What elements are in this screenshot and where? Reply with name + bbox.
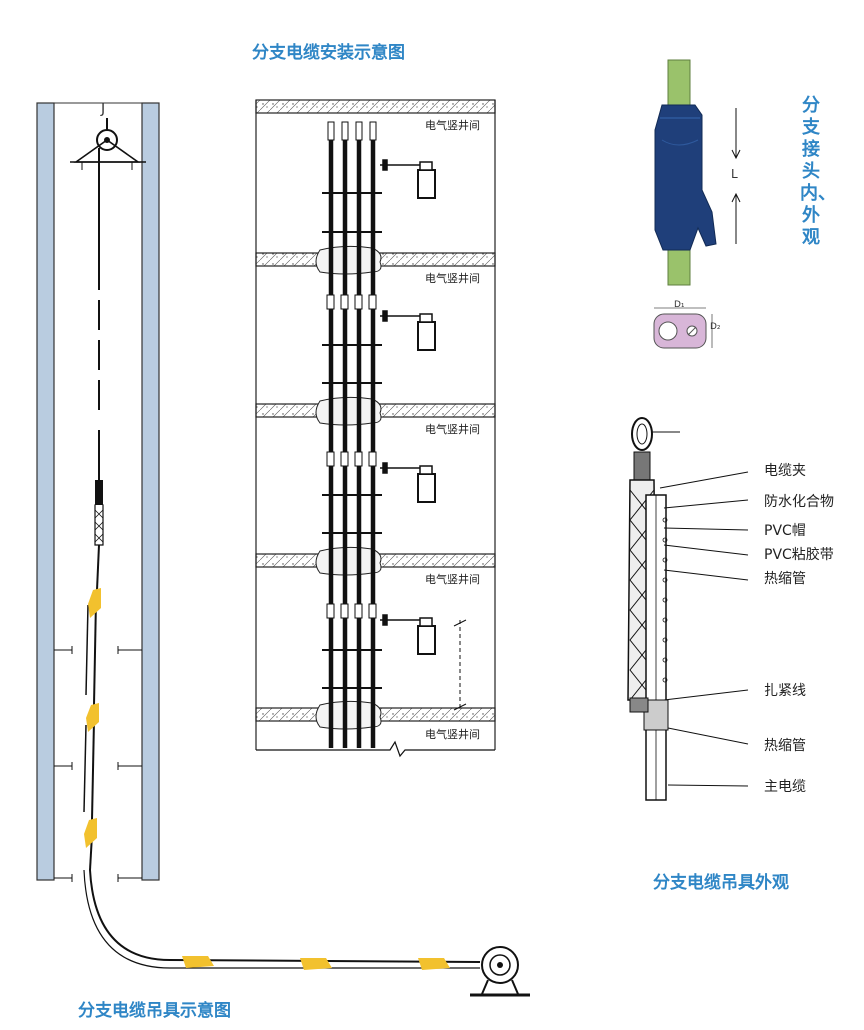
joint-cross-section [653,307,713,349]
part-tie-wire: 扎紧线 [764,683,806,699]
shaft-wall-left [36,102,55,881]
pulley-label: J [101,101,106,117]
joint-d2-label: D₂ [710,322,721,332]
cable-grip [95,480,103,505]
floor-label-3: 电气竖井间 [425,423,480,436]
joint-yellow-3 [84,818,97,848]
shaft-wall-right [141,102,160,881]
floor-label-2: 电气竖井间 [425,272,480,285]
part-pvc-tape: PVC粘胶带 [764,547,834,563]
floor-label-4: 电气竖井间 [425,573,480,586]
part-cable-clamp: 电缆夹 [764,463,806,479]
floor-label-5: 电气竖井间 [425,728,480,741]
riser-cables [328,140,376,748]
joint-body [654,104,717,251]
top-pulley-icon [70,118,146,170]
distribution-boxes [380,159,436,655]
part-pvc-cap: PVC帽 [764,523,806,539]
joint-yellow-2 [86,703,99,732]
title-install-diagram: 分支电缆安装示意图 [252,43,405,63]
part-main-cable: 主电缆 [764,779,806,795]
floor-label-1: 电气竖井间 [425,119,480,132]
cable-drum-icon [470,946,530,997]
part-heat-shrink-2: 热缩管 [764,738,806,754]
part-heat-shrink-1: 热缩管 [764,571,806,587]
joint-yellow-1 [88,588,101,618]
part-waterproof-compound: 防水化合物 [764,494,834,510]
joint-length-label: L [731,167,738,181]
title-hanger-diagram: 分支电缆吊具示意图 [78,1001,231,1021]
joint-d1-label: D₁ [674,300,685,310]
title-joint-view: 分支接头内、外观 [800,95,836,248]
title-hanger-view: 分支电缆吊具外观 [653,873,789,893]
